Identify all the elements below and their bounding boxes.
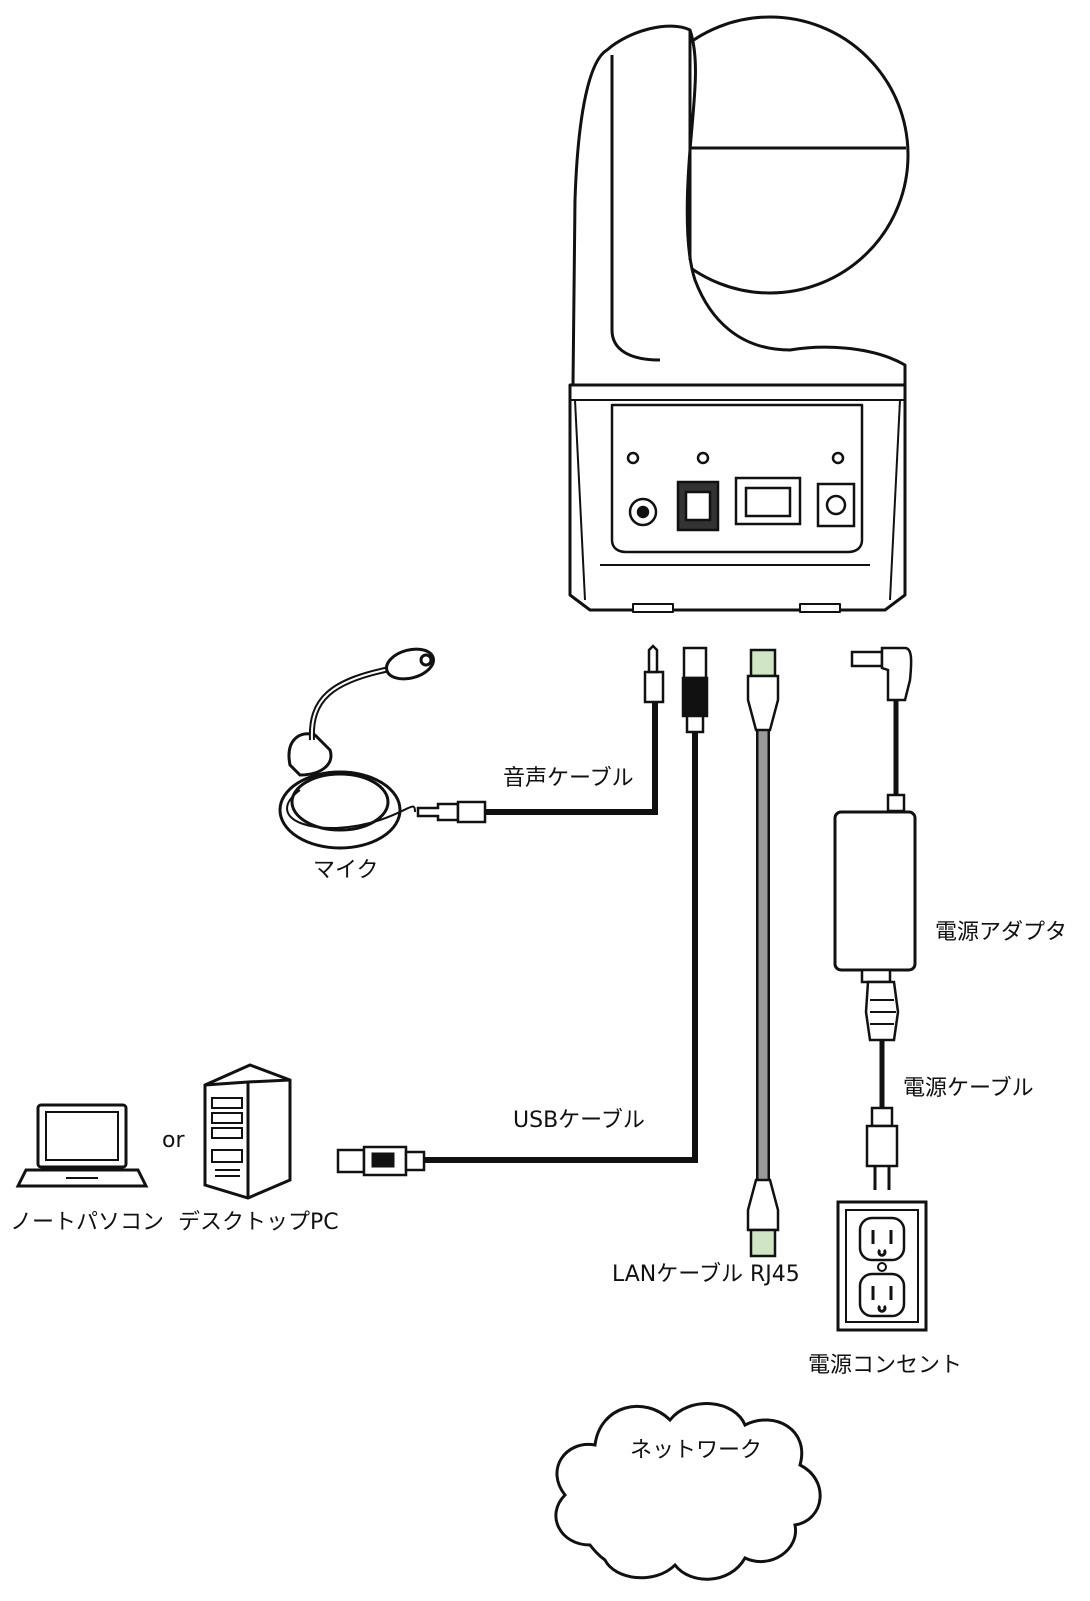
usb-b-plug-head xyxy=(682,646,708,680)
audio-cable-label: 音声ケーブル xyxy=(503,766,634,791)
usb-a-plug-logo xyxy=(371,1152,395,1168)
power-cable-label: 電源ケーブル xyxy=(903,1076,1034,1101)
screw-left-icon xyxy=(626,451,640,465)
wall-plug-neck xyxy=(870,1106,894,1128)
tower-side xyxy=(204,1078,291,1198)
foot-left xyxy=(632,603,674,613)
mic-cord xyxy=(286,789,416,830)
lan-cable xyxy=(746,648,780,1258)
usb-a-plug-tip xyxy=(336,1148,366,1174)
base-side-right xyxy=(889,399,901,601)
mic-gooseneck-inner xyxy=(310,667,396,741)
ac-connector-ribs xyxy=(870,999,896,1025)
rj45-inner xyxy=(744,486,792,518)
mic-base-body xyxy=(287,732,333,777)
audio-cable xyxy=(416,644,665,824)
power-supply xyxy=(833,646,917,1190)
audio-plug-left-boot xyxy=(456,800,487,824)
usb-b-plug-neck xyxy=(685,714,705,734)
usb-a-plug-neck xyxy=(404,1150,426,1172)
mic-head-grille xyxy=(419,653,433,667)
usb-b-inner xyxy=(684,490,712,522)
desktop-pc-label: デスクトップPC xyxy=(178,1210,339,1235)
audio-plug-left xyxy=(416,802,460,822)
tower-vents xyxy=(215,1169,240,1177)
outlet-center-screw xyxy=(877,1262,887,1272)
tower-bay-1 xyxy=(211,1097,243,1109)
usb-cable xyxy=(336,646,709,1177)
audio-jack-hole xyxy=(636,505,650,519)
microphone-device xyxy=(278,647,435,850)
outlet-ground-holes xyxy=(877,1248,887,1313)
power-adapter-label: 電源アダプタ xyxy=(935,920,1068,945)
network-label: ネットワーク xyxy=(630,1438,763,1463)
dc-plug-tip xyxy=(850,650,884,668)
screw-center-icon xyxy=(696,451,710,465)
foot-right xyxy=(799,603,841,613)
or-label: or xyxy=(162,1128,185,1153)
dc-plug-body xyxy=(880,646,913,702)
rj45-plug-top-body xyxy=(746,674,780,732)
outlet-slots xyxy=(871,1230,893,1300)
outlet-socket-top xyxy=(858,1216,906,1262)
usb-b-plug-body xyxy=(681,676,709,718)
laptop-label: ノートパソコン xyxy=(10,1210,165,1235)
dc-strain-relief xyxy=(886,793,906,813)
usb-cable-wire xyxy=(422,730,698,1163)
microphone-label: マイク xyxy=(313,858,379,883)
audio-cable-wire xyxy=(483,700,658,815)
rj45-plug-bottom-clip xyxy=(749,1228,777,1258)
tower-bay-2 xyxy=(211,1112,243,1124)
tower-panel xyxy=(211,1149,243,1163)
rj45-plug-bottom-body xyxy=(746,1178,780,1232)
rj45-plug-top-clip xyxy=(749,648,777,678)
lan-cable-label: LANケーブル RJ45 xyxy=(612,1262,800,1287)
power-adapter-brick xyxy=(833,810,917,972)
power-outlet-device xyxy=(836,1200,928,1332)
dc-jack-hole xyxy=(825,494,847,516)
yoke-inner-line xyxy=(610,55,661,362)
laptop-icon xyxy=(15,1103,149,1188)
desktop-tower-icon xyxy=(203,1063,292,1200)
usb-cable-label: USBケーブル xyxy=(513,1108,645,1133)
mic-base-ring xyxy=(290,772,390,832)
ptz-camera xyxy=(568,15,910,613)
rear-ports xyxy=(626,451,856,532)
wall-plug-prongs xyxy=(873,1166,891,1190)
audio-plug-top-tip xyxy=(647,644,659,674)
tower-bay-3 xyxy=(211,1127,243,1139)
wall-plug-body xyxy=(865,1124,899,1168)
adapter-inlet xyxy=(860,968,892,984)
screw-right-icon xyxy=(831,451,845,465)
power-outlet-label: 電源コンセント xyxy=(808,1353,963,1378)
audio-plug-top-boot xyxy=(643,670,665,704)
outlet-socket-bottom xyxy=(858,1272,906,1318)
camera-yoke xyxy=(571,24,907,387)
laptop-display xyxy=(45,1111,119,1161)
network-cloud-icon xyxy=(554,1402,822,1581)
base-side-left xyxy=(574,399,586,601)
